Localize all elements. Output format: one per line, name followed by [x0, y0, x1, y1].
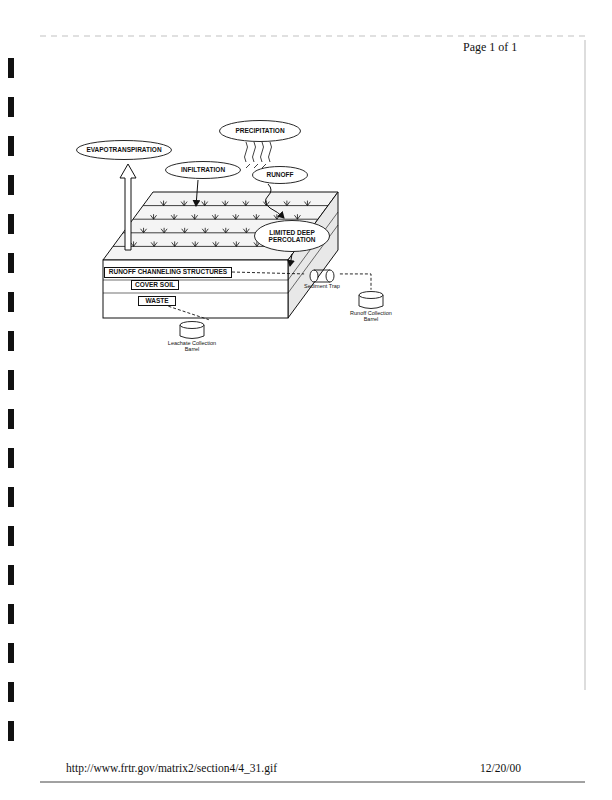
page-number: Page 1 of 1 — [463, 40, 517, 55]
layer-label: WASTE — [138, 296, 176, 306]
percolation-arrow — [290, 254, 292, 266]
process-ellipse: LIMITED DEEP PERCOLATION — [254, 220, 330, 252]
node-text: WASTE — [145, 297, 168, 304]
print-date: 12/20/00 — [480, 762, 521, 774]
process-ellipse: PRECIPITATION — [219, 120, 301, 142]
binder-marks — [8, 58, 14, 741]
barrel-icon — [357, 290, 385, 310]
runoff-arrow — [265, 184, 284, 218]
node-text: LIMITED DEEP PERCOLATION — [264, 229, 320, 244]
node-text: Leachate Collection Barrel — [164, 340, 220, 353]
infiltration-arrow — [196, 180, 198, 206]
collection-barrel: Leachate Collection Barrel — [164, 320, 220, 353]
scan-edge — [585, 40, 586, 690]
node-text: Runoff Collection Barrel — [343, 310, 399, 323]
process-ellipse: INFILTRATION — [165, 161, 241, 179]
scan-edge — [40, 36, 585, 37]
layer-label: RUNOFF CHANNELING STRUCTURES — [104, 267, 232, 278]
trap-icon — [309, 269, 335, 283]
node-text: Sediment Trap — [304, 283, 340, 289]
node-text: INFILTRATION — [181, 166, 225, 173]
node-text: EVAPOTRANSPIRATION — [86, 146, 161, 153]
rain-lines — [245, 142, 272, 168]
pipe-connector — [232, 272, 304, 274]
process-ellipse: RUNOFF — [252, 166, 308, 184]
node-text: RUNOFF — [266, 171, 293, 178]
node-text: RUNOFF CHANNELING STRUCTURES — [109, 268, 227, 275]
source-url: http://www.frtr.gov/matrix2/section4/4_3… — [66, 762, 277, 774]
evapotranspiration-arrow — [120, 164, 136, 250]
node-text: PRECIPITATION — [235, 127, 284, 134]
pipe-connector — [340, 274, 371, 290]
collection-barrel: Runoff Collection Barrel — [343, 290, 399, 323]
scan-edge — [40, 782, 585, 783]
pipe-connector — [168, 306, 208, 319]
barrel-icon — [178, 320, 206, 340]
node-text: COVER SOIL — [135, 281, 175, 288]
process-ellipse: EVAPOTRANSPIRATION — [76, 140, 172, 160]
layer-label: COVER SOIL — [131, 280, 179, 290]
test-cell — [103, 192, 338, 318]
sediment-trap: Sediment Trap — [304, 269, 340, 289]
